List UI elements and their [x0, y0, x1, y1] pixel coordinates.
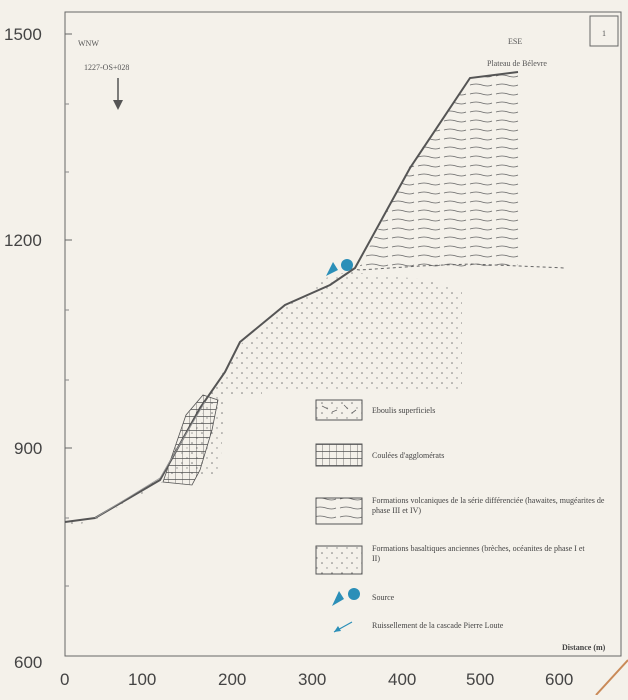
formation-contact: [344, 263, 566, 271]
eboulis-swatch: [315, 399, 363, 421]
page-corner: [595, 659, 628, 696]
runoff-arrow-icon: [333, 621, 353, 633]
x-tick-100: 100: [128, 670, 156, 689]
x-axis-label: Distance (m): [562, 643, 606, 652]
ese-label: ESE: [508, 37, 522, 46]
x-tick-0: 0: [60, 670, 69, 689]
panel-label-box: [589, 15, 619, 47]
profile-shadow: [94, 401, 206, 519]
ese-sublabel: Plateau de Bélevre: [487, 59, 547, 68]
y-tick-900: 900: [14, 439, 42, 458]
wnw-sublabel: 1227-OS+028: [84, 63, 129, 72]
legend-label-eboulis: Eboulis superficiels: [372, 406, 435, 415]
topographic-profile: [64, 71, 519, 523]
y-axis: 1500 1200 900 600: [4, 25, 72, 672]
x-tick-300: 300: [298, 670, 326, 689]
x-tick-600: 600: [545, 670, 573, 689]
x-tick-500: 500: [466, 670, 494, 689]
legend-item-eboulis: Eboulis superficiels: [315, 399, 435, 421]
wnw-label: WNW: [78, 39, 99, 48]
agglomerate-body: [162, 394, 219, 486]
legend-item-agglomerate: Coulées d'agglomérats: [315, 443, 444, 467]
wnw-arrow-icon: [113, 100, 123, 110]
legend-item-volcanic: Formations volcaniques de la série diffé…: [315, 496, 605, 525]
legend: Eboulis superficiels Coulées d'aggloméra…: [315, 399, 605, 633]
legend-label-runoff: Ruissellement de la cascade Pierre Loute: [372, 621, 504, 630]
basalt-formation: [68, 272, 462, 527]
legend-item-source: Source: [332, 588, 395, 606]
x-axis: 0 100 200 300 400 500 600 Distance (m): [60, 643, 606, 689]
basalt-swatch: [315, 545, 363, 575]
legend-label-source: Source: [372, 593, 395, 602]
y-tick-1200: 1200: [4, 231, 42, 250]
volcanic-swatch: [315, 497, 363, 525]
agglomerate-swatch: [315, 443, 363, 467]
x-tick-200: 200: [218, 670, 246, 689]
legend-label-agglomerate: Coulées d'agglomérats: [372, 451, 444, 460]
legend-item-basalt: Formations basaltiques anciennes (brèche…: [315, 544, 585, 575]
x-tick-400: 400: [388, 670, 416, 689]
volcanic-formation: [358, 70, 520, 270]
y-tick-600: 600: [14, 653, 42, 672]
legend-label-basalt: Formations basaltiques anciennes (brèche…: [372, 544, 585, 563]
profile-source-icon: [326, 259, 353, 276]
panel-label: 1: [602, 29, 606, 38]
legend-label-volcanic: Formations volcaniques de la série diffé…: [372, 496, 605, 515]
source-icon: [332, 588, 360, 606]
legend-item-runoff: Ruissellement de la cascade Pierre Loute: [333, 621, 504, 633]
plot-frame: [64, 11, 622, 657]
y-tick-1500: 1500: [4, 25, 42, 44]
